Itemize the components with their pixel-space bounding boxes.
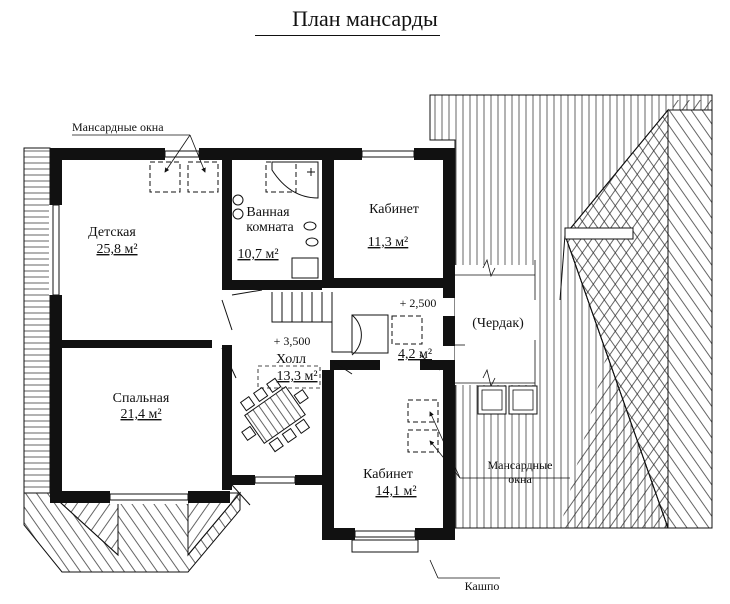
study-top-name: Кабинет — [369, 202, 419, 217]
attic-label: (Чердак) — [472, 316, 524, 331]
attic-area — [455, 258, 538, 415]
eaves-label: Кашпо — [465, 579, 500, 593]
bedroom-name: Спальная — [113, 391, 170, 406]
dormer-window-outlines — [149, 161, 439, 453]
stairs — [271, 292, 389, 356]
bath-name-line1: Ванная — [246, 205, 290, 220]
title-underline — [255, 35, 440, 36]
dormer-windows-top-label: Мансардные окна — [72, 120, 164, 134]
dining-table — [239, 377, 311, 453]
roof-left — [23, 147, 242, 573]
hall-name: Холл — [276, 352, 306, 367]
bedroom-area: 21,4 м² — [120, 407, 161, 422]
bath-name-line2: комната — [246, 220, 294, 235]
dormer-windows-right-label-1: Мансардные — [488, 458, 553, 472]
study-bottom-area: 14,1 м² — [375, 484, 416, 499]
small-room-level: + 2,500 — [400, 296, 437, 310]
kids-room-name: Детская — [88, 225, 136, 240]
study-bottom-name: Кабинет — [363, 467, 413, 482]
study-top-area: 11,3 м² — [368, 235, 409, 250]
hall-zone — [257, 365, 321, 389]
hall-level: + 3,500 — [274, 334, 311, 348]
roof-right — [429, 94, 713, 529]
window-frames — [52, 150, 419, 553]
leader-lines — [72, 134, 570, 579]
bath-area: 10,7 м² — [237, 247, 278, 262]
bath-fixtures — [232, 161, 319, 279]
hall-area: 13,3 м² — [276, 369, 317, 384]
doors — [221, 289, 441, 506]
page-title: План мансарды — [292, 6, 438, 31]
dormer-windows-right-label-2: окна — [508, 472, 532, 486]
kids-room-area: 25,8 м² — [96, 242, 137, 257]
small-room-area: 4,2 м² — [398, 347, 432, 362]
